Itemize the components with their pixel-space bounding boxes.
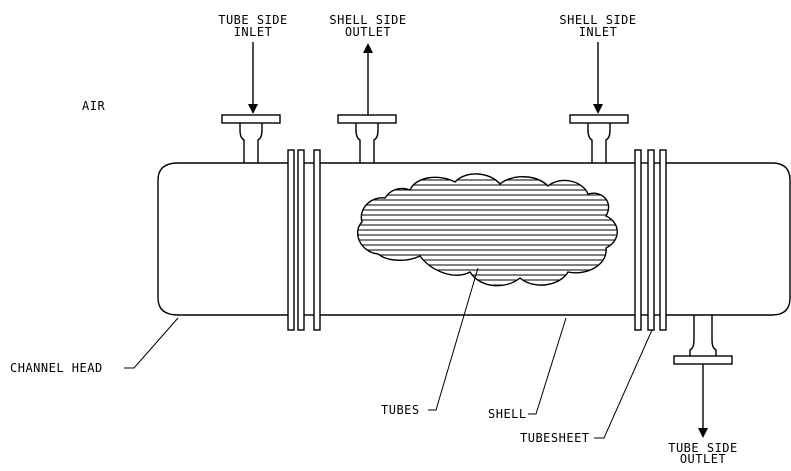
leader-channel-head (124, 317, 179, 369)
leader-tubesheet (594, 329, 653, 439)
label-shell-side-inlet-line2: INLET (579, 25, 618, 39)
cloud-outline (357, 173, 618, 287)
arrow-shell-side-outlet (363, 43, 373, 115)
tubes-cutaway (357, 173, 618, 287)
label-shell: SHELL (488, 407, 527, 421)
label-channel-head: CHANNEL HEAD (10, 361, 103, 375)
label-shell-side-outlet-line1: SHELL SIDE (329, 13, 406, 27)
right-flange-1 (634, 149, 642, 331)
channel-head-outline (157, 162, 288, 316)
nozzle-shell-side-outlet (337, 114, 397, 163)
arrow-tube-side-inlet (248, 42, 258, 114)
tube-lines (357, 179, 618, 286)
arrow-shell-side-inlet (593, 42, 603, 114)
nozzle-shell-side-inlet (569, 114, 629, 163)
label-tubesheet: TUBESHEET (520, 431, 590, 445)
right-flange-3 (659, 149, 667, 331)
nozzle-tube-side-outlet (673, 315, 733, 365)
label-shell-side-outlet-line2: OUTLET (345, 25, 391, 39)
arrow-tube-side-outlet (698, 364, 708, 438)
label-tube-side-outlet-line2: OUTLET (680, 452, 726, 466)
right-flange-2 (647, 149, 655, 331)
right-head-outline (666, 162, 791, 316)
leader-shell (528, 317, 567, 415)
left-flange-1 (287, 149, 295, 331)
label-air: AIR (82, 99, 105, 113)
label-tube-side-inlet-line2: INLET (234, 25, 273, 39)
label-tubes: TUBES (381, 403, 420, 417)
leader-tubes (428, 267, 479, 411)
left-flange-3 (313, 149, 321, 331)
label-shell-side-inlet-line1: SHELL SIDE (559, 13, 636, 27)
label-tube-side-outlet-line1: TUBE SIDE (668, 441, 738, 455)
shell-body (157, 149, 791, 331)
label-tube-side-inlet-line1: TUBE SIDE (218, 13, 288, 27)
left-flange-2 (297, 149, 305, 331)
nozzle-tube-side-inlet (221, 114, 281, 163)
